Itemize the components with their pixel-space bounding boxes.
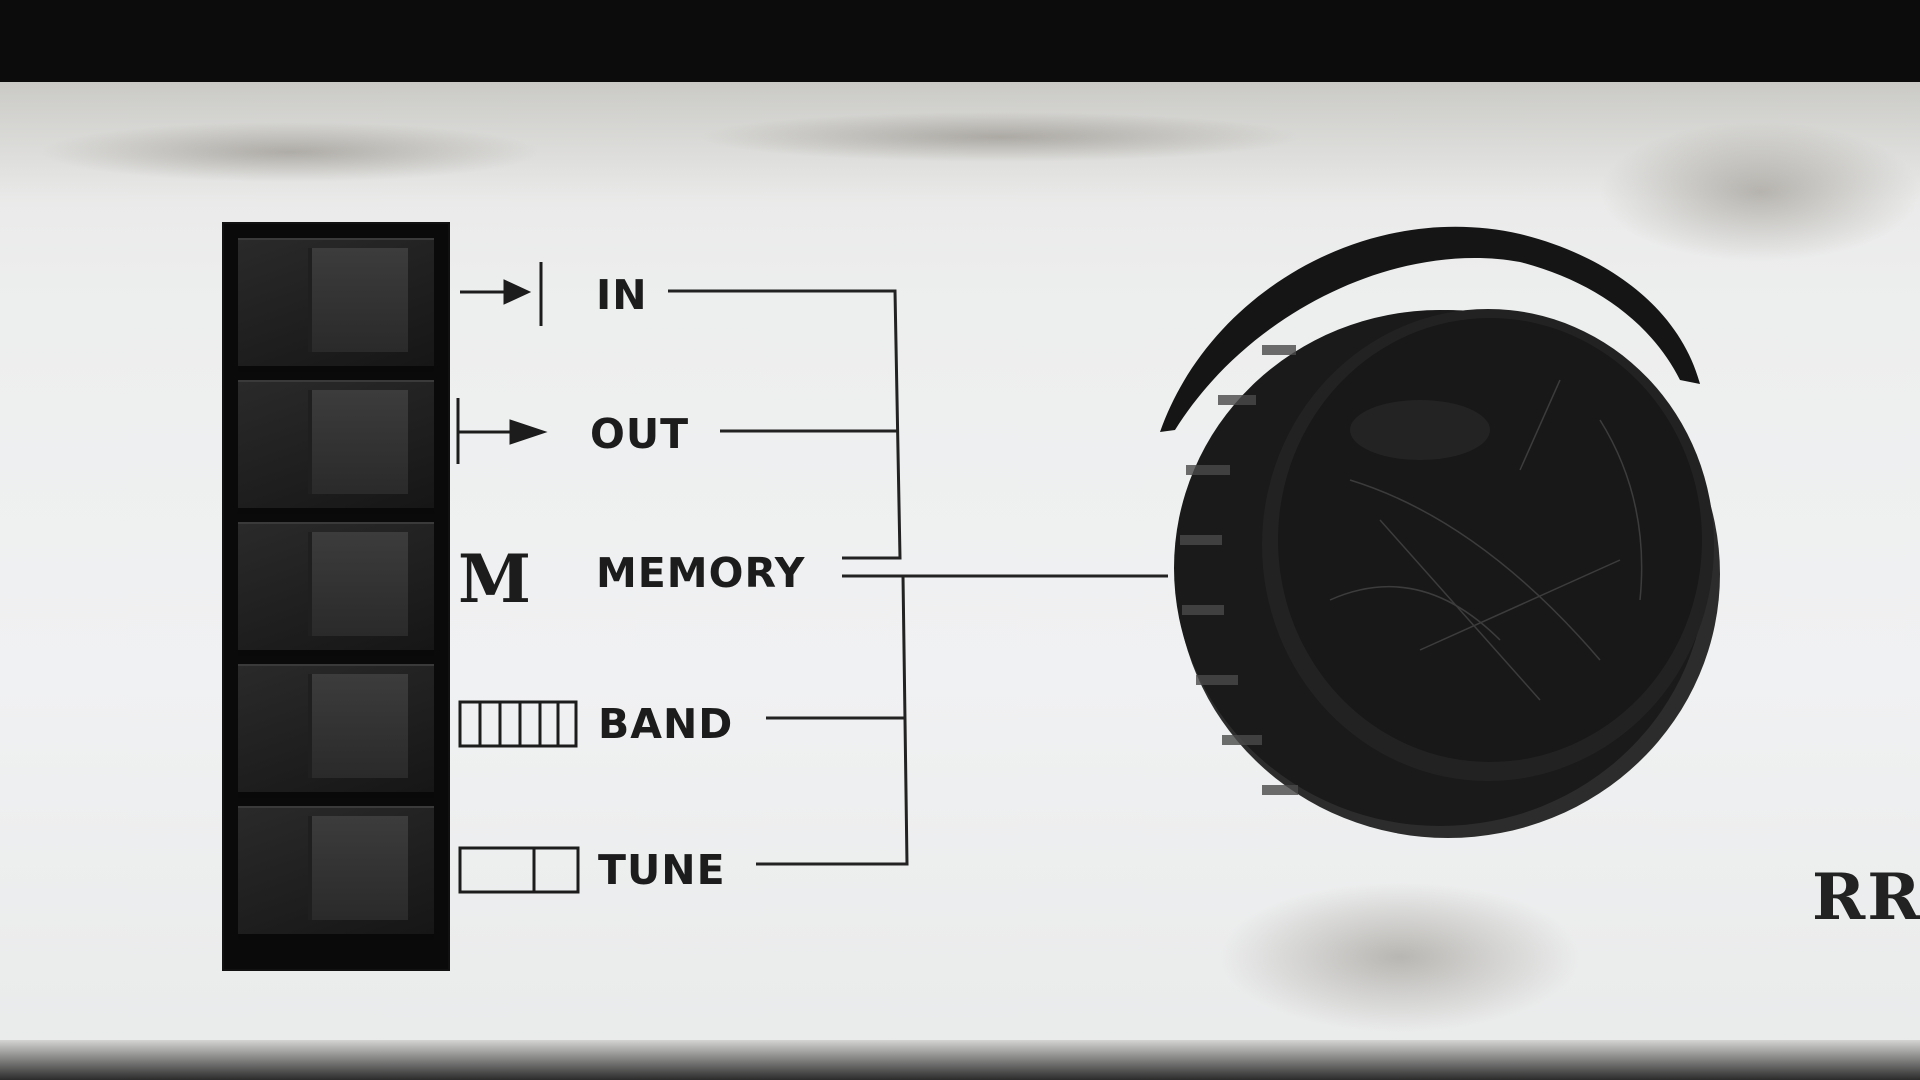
grime-spot	[700, 112, 1300, 162]
panel-bottom-edge	[0, 1040, 1920, 1080]
memory-label: MEMORY	[596, 549, 806, 597]
button-well	[222, 222, 450, 971]
in-button[interactable]	[238, 238, 434, 372]
tune-button[interactable]	[238, 806, 434, 940]
in-label: IN	[596, 271, 648, 319]
rotation-arc	[1160, 226, 1700, 432]
brand-text: RR	[1812, 860, 1920, 935]
out-label: OUT	[590, 410, 690, 458]
tune-scale-icon	[458, 846, 580, 894]
band-label: BAND	[598, 700, 734, 748]
arrow-to-bar-icon	[460, 262, 543, 326]
grime-spot	[1600, 122, 1920, 262]
band-button[interactable]	[238, 664, 434, 798]
grime-spot	[1220, 882, 1580, 1032]
bracket-lines	[668, 289, 1168, 866]
bar-to-arrow-icon	[456, 398, 548, 464]
memory-button[interactable]	[238, 522, 434, 656]
grime-spot	[40, 122, 540, 182]
memory-symbol: M	[458, 540, 532, 618]
tune-label: TUNE	[598, 846, 726, 894]
out-button[interactable]	[238, 380, 434, 514]
tuning-knob[interactable]	[1174, 309, 1720, 838]
band-scale-icon	[458, 700, 578, 748]
